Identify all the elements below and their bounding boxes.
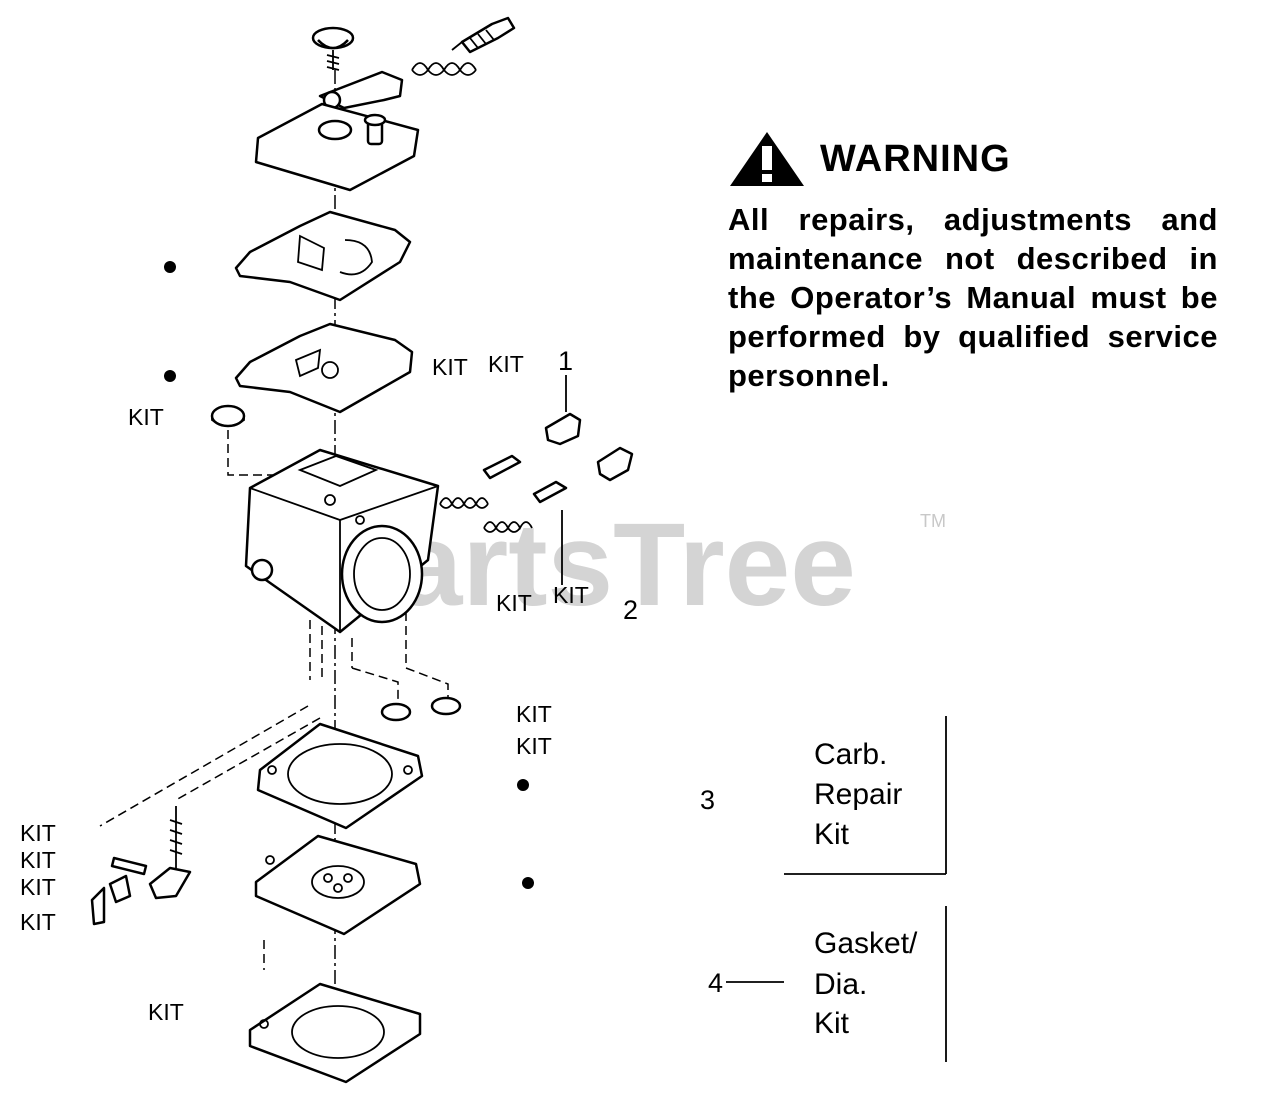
kit-label: KIT xyxy=(148,999,184,1025)
high-speed-needle xyxy=(439,454,522,509)
welch-plug-small-2 xyxy=(430,696,462,716)
kit-label: KIT xyxy=(128,404,164,430)
bullet-dot-3 xyxy=(517,779,529,791)
metering-lever xyxy=(318,70,404,110)
bullet-dot-1 xyxy=(164,261,176,273)
metering-gasket xyxy=(256,722,424,830)
welch-plug-small-1 xyxy=(380,702,412,722)
welch-plug xyxy=(210,404,246,428)
warning-notice: WARNING All repairs, adjustments and mai… xyxy=(728,128,1218,395)
carburetor-body xyxy=(244,448,440,634)
legend-line: Carb. xyxy=(814,738,887,771)
kit-label: KIT xyxy=(488,351,524,377)
kit-label: KIT xyxy=(432,354,468,380)
metering-lever-screw xyxy=(108,874,132,904)
legend-line: Kit xyxy=(814,818,850,851)
legend-line: Dia. xyxy=(814,968,867,1001)
kit-label: KIT xyxy=(516,733,552,759)
watermark-trademark: TM xyxy=(920,511,946,531)
kit-label: KIT xyxy=(516,701,552,727)
pump-diaphragm xyxy=(234,322,414,414)
inlet-needle xyxy=(90,886,106,926)
limiter-cap-1 xyxy=(544,412,582,446)
kit-label: KIT xyxy=(496,590,532,616)
warning-triangle-icon xyxy=(730,132,804,186)
bullet-dot-4 xyxy=(522,877,534,889)
carburetor-cover xyxy=(254,102,420,192)
kit-label: KIT xyxy=(553,582,589,608)
callout-number-3: 3 xyxy=(700,785,715,815)
kit-label: KIT xyxy=(20,874,56,900)
lever-spring xyxy=(411,62,477,76)
kit-label: KIT xyxy=(20,847,56,873)
warning-title: WARNING xyxy=(820,137,1011,180)
limiter-cap-2 xyxy=(596,446,634,482)
top-cover-screw xyxy=(311,26,355,71)
kit-label: KIT xyxy=(20,820,56,846)
legend-line: Gasket/ xyxy=(814,927,918,960)
callout-number-2: 2 xyxy=(623,595,638,625)
metering-lever-pin xyxy=(110,856,148,876)
pump-gasket xyxy=(234,210,412,302)
legend-line: Kit xyxy=(814,1007,850,1040)
low-speed-needle xyxy=(483,480,568,533)
metering-diaphragm xyxy=(254,834,422,936)
kit-label: KIT xyxy=(20,909,56,935)
legend-line: Repair xyxy=(814,778,902,811)
adjusting-needle-screw xyxy=(451,16,516,54)
warning-body: All repairs, adjustments and maintenance… xyxy=(728,202,1218,393)
legend-gasket-dia-kit: Gasket/ Dia. Kit xyxy=(814,906,947,1062)
metering-lever-kit xyxy=(148,806,192,900)
callout-number-4: 4 xyxy=(708,968,723,998)
callout-number-1: 1 xyxy=(558,346,573,376)
bullet-dot-2 xyxy=(164,370,176,382)
metering-cover xyxy=(248,982,422,1084)
legend-carb-repair-kit: Carb. Repair Kit xyxy=(784,716,947,875)
